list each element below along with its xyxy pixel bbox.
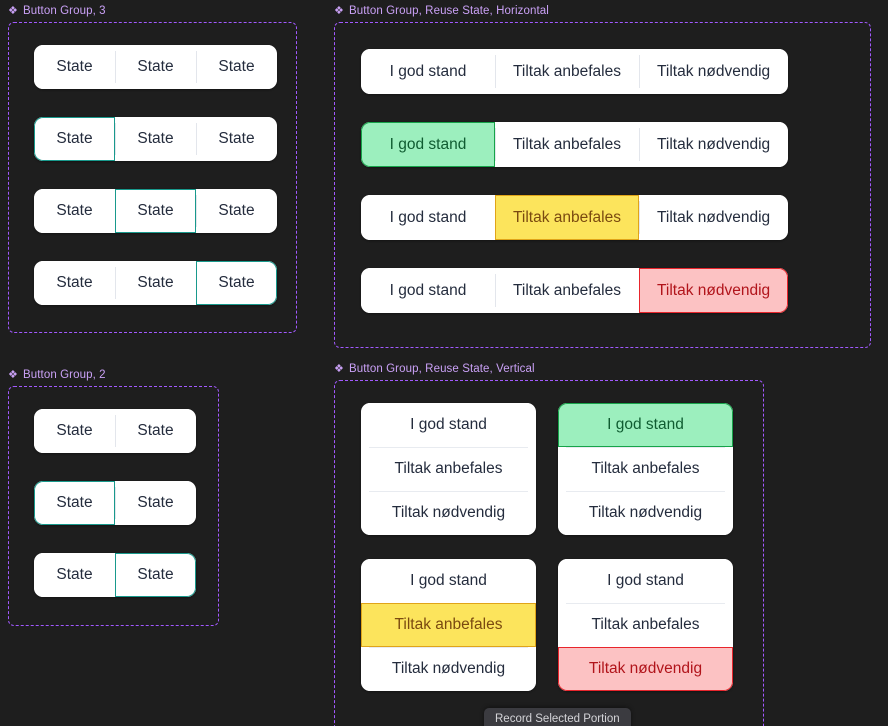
button-group-segment[interactable]: I god stand <box>361 403 536 447</box>
component-diamond-icon: ❖ <box>334 362 344 375</box>
record-selected-portion-button[interactable]: Record Selected Portion <box>484 708 631 726</box>
button-group-segment[interactable]: Tiltak nødvendig <box>361 491 536 535</box>
button-group-segment[interactable]: State <box>115 409 196 453</box>
component-diamond-icon: ❖ <box>334 4 344 17</box>
button-group-segment[interactable]: I god stand <box>361 268 495 313</box>
button-group-segment[interactable]: I god stand <box>361 559 536 603</box>
button-group-segment[interactable]: Tiltak anbefales <box>495 195 639 240</box>
button-group-segment[interactable]: State <box>196 261 277 305</box>
button-group-segment[interactable]: Tiltak anbefales <box>361 447 536 491</box>
frame-label: ❖ Button Group, 2 <box>8 368 219 382</box>
frame-label-text: Button Group, 3 <box>22 5 106 17</box>
frame-label: ❖ Button Group, Reuse State, Horizontal <box>334 4 871 18</box>
button-group-segment[interactable]: I god stand <box>361 49 495 94</box>
button-group-segment[interactable]: State <box>196 45 277 89</box>
frame-label-text: Button Group, 2 <box>22 369 106 381</box>
button-group-segment[interactable]: State <box>34 261 115 305</box>
button-group-segment[interactable]: State <box>34 45 115 89</box>
component-diamond-icon: ❖ <box>8 4 18 17</box>
button-group-segment[interactable]: State <box>34 481 115 525</box>
button-group-segment[interactable]: Tiltak nødvendig <box>639 49 789 94</box>
frame-label-text: Button Group, Reuse State, Vertical <box>348 363 535 375</box>
component-frame-button-group-reuse-state-horizontal: ❖ Button Group, Reuse State, Horizontal … <box>334 4 871 348</box>
button-group-segment[interactable]: Tiltak nødvendig <box>558 647 733 691</box>
button-group-segment[interactable]: State <box>196 117 277 161</box>
button-group-segment[interactable]: State <box>34 409 115 453</box>
button-group-segment[interactable]: Tiltak anbefales <box>495 268 639 313</box>
button-group-segment[interactable]: State <box>115 189 196 233</box>
button-group-segment[interactable]: I god stand <box>558 403 733 447</box>
component-diamond-icon: ❖ <box>8 368 18 381</box>
button-group-segment[interactable]: State <box>115 553 196 597</box>
button-group-segment[interactable]: Tiltak anbefales <box>361 603 536 647</box>
button-group-segment[interactable]: Tiltak anbefales <box>558 603 733 647</box>
button-group-segment[interactable]: Tiltak nødvendig <box>639 122 789 167</box>
button-group-segment[interactable]: State <box>196 189 277 233</box>
button-group-segment[interactable]: State <box>34 553 115 597</box>
button-group-segment[interactable]: Tiltak nødvendig <box>361 647 536 691</box>
button-group-segment[interactable]: State <box>34 189 115 233</box>
button-group-segment[interactable]: State <box>115 117 196 161</box>
button-group-segment[interactable]: Tiltak nødvendig <box>558 491 733 535</box>
button-group-segment[interactable]: Tiltak anbefales <box>495 122 639 167</box>
button-group-segment[interactable]: State <box>34 117 115 161</box>
button-group-segment[interactable]: State <box>115 261 196 305</box>
button-group-segment[interactable]: Tiltak anbefales <box>495 49 639 94</box>
button-group-segment[interactable]: State <box>115 45 196 89</box>
button-group-segment[interactable]: I god stand <box>558 559 733 603</box>
button-group-segment[interactable]: Tiltak nødvendig <box>639 195 789 240</box>
button-group-segment[interactable]: Tiltak nødvendig <box>639 268 789 313</box>
frame-label: ❖ Button Group, Reuse State, Vertical <box>334 362 764 376</box>
button-group-segment[interactable]: I god stand <box>361 122 495 167</box>
button-group-segment[interactable]: State <box>115 481 196 525</box>
frame-label-text: Button Group, Reuse State, Horizontal <box>348 5 549 17</box>
frame-label: ❖ Button Group, 3 <box>8 4 297 18</box>
button-group-segment[interactable]: I god stand <box>361 195 495 240</box>
component-frame-button-group-reuse-state-vertical: ❖ Button Group, Reuse State, Vertical I … <box>334 362 764 726</box>
button-group-segment[interactable]: Tiltak anbefales <box>558 447 733 491</box>
